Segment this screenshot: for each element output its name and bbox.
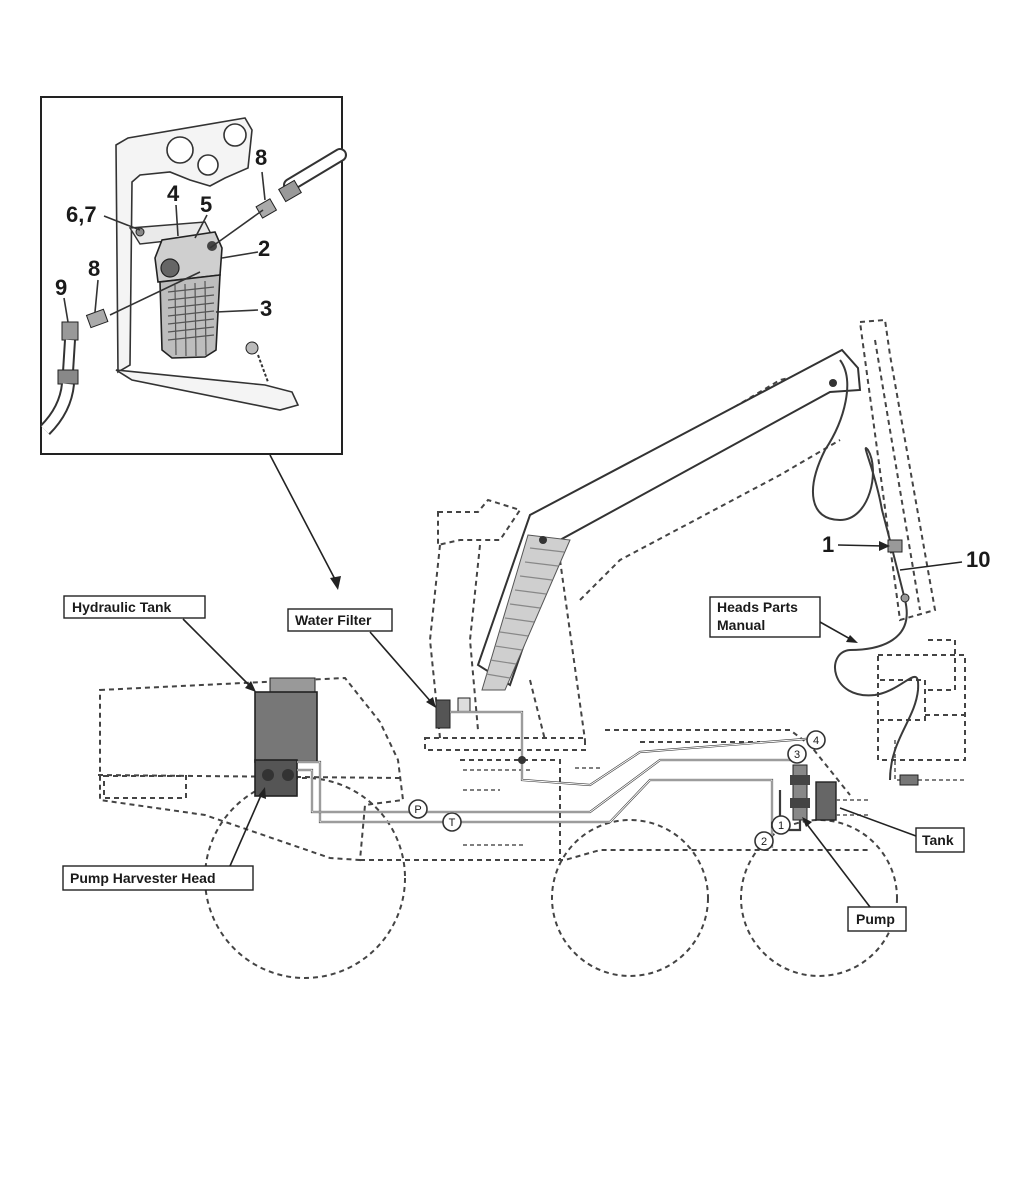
svg-text:1: 1	[822, 532, 834, 557]
inset-callout-3: 3	[260, 296, 272, 321]
callout-10: 10	[899, 547, 990, 572]
water-hose	[812, 359, 920, 786]
marker-4: 4	[806, 730, 826, 750]
label-pump: Pump	[802, 817, 907, 932]
inset-callout-8-top: 8	[255, 145, 267, 170]
hydraulic-piping	[297, 710, 819, 848]
inset-callout-9: 9	[55, 275, 67, 300]
label-water-filter: Water Filter	[287, 608, 436, 708]
inset-callout-4: 4	[167, 181, 180, 206]
svg-text:3: 3	[794, 749, 800, 761]
svg-text:P: P	[414, 804, 421, 816]
mounting-screws	[135, 227, 269, 383]
pump-unit	[790, 764, 810, 821]
svg-text:T: T	[449, 817, 456, 829]
svg-text:2: 2	[761, 836, 767, 848]
marker-1: 1	[771, 815, 791, 835]
inset-detail: 8 4 5 6,7 2 9 8 3	[39, 96, 347, 455]
inset-callout-2: 2	[258, 236, 270, 261]
svg-text:4: 4	[813, 735, 819, 747]
label-pump-harvester-head: Pump Harvester Head	[62, 787, 266, 891]
inlet-hose	[255, 148, 347, 219]
marker-p: P	[408, 799, 428, 819]
svg-text:Heads Parts: Heads Parts	[717, 599, 798, 615]
label-heads-parts-manual: Heads Parts Manual	[709, 596, 858, 643]
inset-callout-6-7: 6,7	[66, 202, 97, 227]
inset-leaders	[63, 171, 266, 323]
svg-text:Manual: Manual	[717, 617, 765, 633]
svg-text:1: 1	[778, 820, 784, 832]
label-tank: Tank	[839, 807, 965, 853]
svg-text:Pump: Pump	[856, 911, 895, 927]
label-hydraulic-tank: Hydraulic Tank	[63, 595, 256, 692]
water-filter-unit	[435, 697, 471, 729]
svg-text:10: 10	[966, 547, 990, 572]
inset-to-filter-leader	[269, 454, 341, 590]
inset-callout-5: 5	[200, 192, 212, 217]
marker-t: T	[442, 812, 462, 832]
crane-boom	[476, 348, 862, 691]
svg-text:Water Filter: Water Filter	[295, 612, 372, 628]
outlet-hose	[39, 308, 109, 435]
inset-callout-8-left: 8	[88, 256, 100, 281]
svg-text:Pump Harvester Head: Pump Harvester Head	[70, 870, 216, 886]
water-tank	[815, 781, 870, 821]
water-filter-housing	[154, 231, 223, 359]
marker-3: 3	[787, 744, 807, 764]
hydraulic-tank	[254, 677, 318, 797]
svg-text:Tank: Tank	[922, 832, 954, 848]
harvester-machine-outline	[97, 318, 966, 979]
marker-2: 2	[754, 831, 774, 851]
filter-bracket	[115, 117, 300, 411]
svg-text:Hydraulic Tank: Hydraulic Tank	[72, 599, 172, 615]
callout-1: 1	[822, 532, 890, 557]
